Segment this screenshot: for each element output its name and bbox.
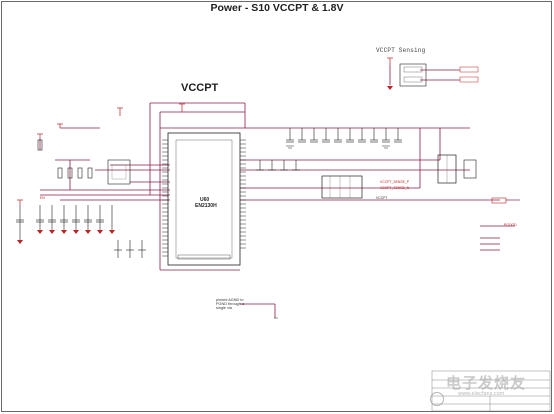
- output-connector: [437, 154, 477, 184]
- ground-symbols: [17, 86, 393, 244]
- ground-markers: [274, 145, 390, 319]
- mid-capacitor-row: [256, 160, 300, 171]
- bottom-left-caps: [114, 240, 146, 258]
- sensing-block: [399, 63, 479, 87]
- sense-n-net-label: VCCPT_SENSE_N: [380, 186, 410, 190]
- pgood-net-label: PGOOD: [504, 223, 517, 227]
- sense-resistor-array: [321, 175, 363, 199]
- net-wires: [39, 65, 515, 318]
- title-block: [431, 370, 551, 412]
- vccpt-output-terminal: [491, 197, 520, 204]
- chip-reference: U60: [200, 197, 210, 203]
- en-net-label: EN: [40, 196, 45, 200]
- left-enable-ic: [107, 159, 131, 185]
- left-resistor-ladder: [16, 139, 113, 240]
- watermark-url: www.elecfans.com: [458, 391, 505, 397]
- watermark-text: 电子发烧友: [446, 374, 527, 392]
- vccpt-net-label: VCCPT: [376, 196, 388, 200]
- sense-p-net-label: VCCPT_SENSE_P: [380, 180, 410, 184]
- pmic-chip-outline: [167, 132, 241, 266]
- agnd-note: pinned AGND to PGND through a single via: [216, 298, 245, 311]
- vccpt-section-label: VCCPT: [181, 82, 219, 94]
- chip-part-number: EN2130H: [195, 203, 217, 209]
- chip-pins: [162, 139, 246, 257]
- chip-thermal-pads: [177, 254, 231, 260]
- electronic-fan-logo-icon: [430, 392, 444, 406]
- power-symbols: [17, 57, 393, 205]
- page-title: Power - S10 VCCPT & 1.8V: [210, 2, 344, 14]
- output-capacitor-bank: [286, 128, 402, 143]
- vccpt-sensing-label: VCCPT Sensing: [376, 47, 426, 54]
